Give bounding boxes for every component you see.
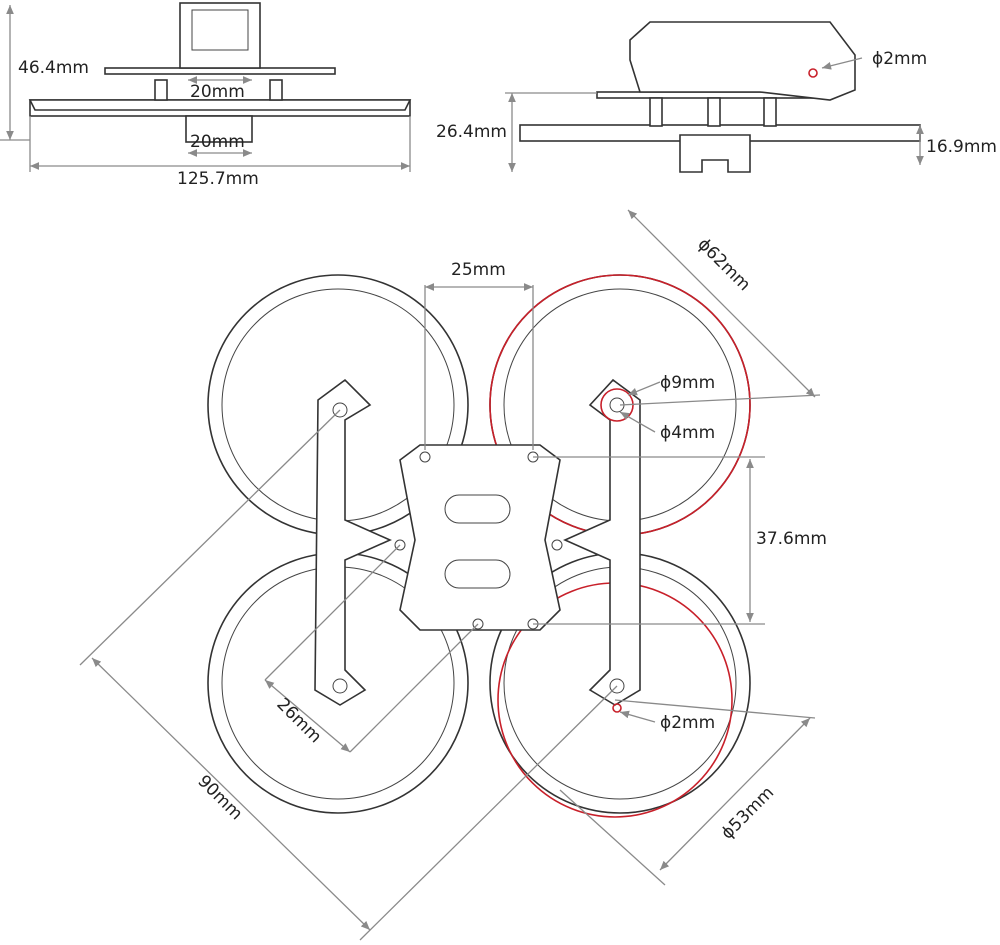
front-view: 46.4mm 20mm 20mm 125.7mm (0, 2, 412, 189)
motor-mount-outer-label: ϕ9mm (660, 373, 715, 393)
duct-height-label: 16.9mm (926, 137, 997, 157)
frame-height-label: 26.4mm (436, 122, 507, 142)
side-view: ϕ2mm 26.4mm 16.9mm (436, 21, 997, 173)
prop-label: ϕ53mm (717, 783, 778, 844)
motor-mount-inner-label: ϕ4mm (660, 423, 715, 443)
frame-plate (104, 67, 336, 75)
wheelbase-label: 90mm (193, 771, 246, 824)
mount-width-label: 20mm (190, 82, 245, 102)
side-canopy (629, 21, 856, 101)
prop-guard-label: ϕ62mm (693, 234, 754, 295)
total-width-label: 125.7mm (177, 169, 259, 189)
top-view: 25mm ϕ62mm ϕ9mm ϕ4mm 37.6mm 26mm ϕ2mm 90… (79, 209, 827, 941)
duct-gap-label: 20mm (190, 132, 245, 152)
mount-hole-label: ϕ2mm (660, 713, 715, 733)
side-hole-label: ϕ2mm (872, 49, 927, 69)
center-housing (185, 115, 253, 143)
canopy (179, 2, 261, 69)
stack-spacing-label: 37.6mm (756, 529, 827, 549)
height-label: 46.4mm (18, 58, 89, 78)
motor-spacing-label: 25mm (451, 260, 506, 280)
side-housing (679, 134, 751, 173)
